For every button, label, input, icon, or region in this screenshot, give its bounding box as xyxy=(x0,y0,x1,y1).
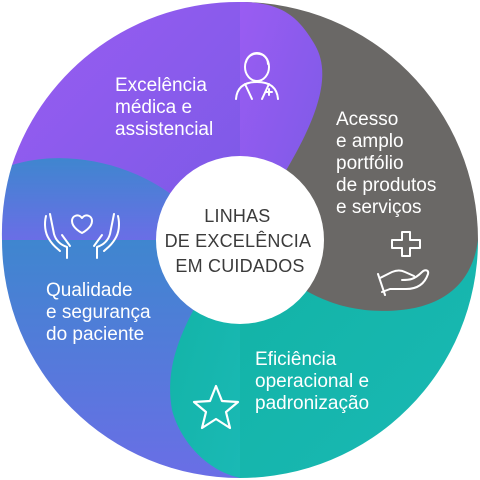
segment-4-line-3: do paciente xyxy=(46,324,144,345)
segment-3-line-2: operacional e xyxy=(255,371,369,392)
svg-text:Eficiência operacional e: Eficiência operacional e padronização xyxy=(255,349,374,414)
center-title-line-2: DE EXCELÊNCIA xyxy=(165,231,311,251)
svg-text:LINHAS DE EXCELÊNCIA E: LINHAS DE EXCELÊNCIA EM CUIDADOS xyxy=(165,206,316,276)
segment-1-line-1: Excelência xyxy=(115,75,207,96)
segment-2-line-4: de produtos xyxy=(336,175,436,196)
segment-4-line-2: e segurança xyxy=(46,302,151,323)
hand-medical-cross-icon xyxy=(377,231,430,296)
segment-2-line-5: e serviços xyxy=(336,197,422,218)
segment-3-line-3: padronização xyxy=(255,393,369,414)
center-circle xyxy=(156,156,324,324)
segment-3-line-1: Eficiência xyxy=(255,349,337,370)
svg-text:Qualidade e segurança: Qualidade e segurança do paciente xyxy=(46,280,156,345)
doctor-icon xyxy=(235,52,279,100)
center-title-line-3: EM CUIDADOS xyxy=(175,256,304,276)
hands-heart-icon xyxy=(44,213,120,259)
segment-2-line-2: e amplo xyxy=(336,131,404,152)
star-icon xyxy=(192,384,240,430)
svg-text:Excelência médica e as: Excelência médica e assistencial xyxy=(115,75,213,140)
segment-1-line-3: assistencial xyxy=(115,119,213,140)
segment-2-line-3: portfólio xyxy=(336,153,404,174)
segment-1-line-2: médica e xyxy=(115,97,192,118)
segment-2-line-1: Acesso xyxy=(336,109,398,130)
segment-4-line-1: Qualidade xyxy=(46,280,133,301)
svg-text:Acesso e amplo portfól: Acesso e amplo portfólio de produtos e s… xyxy=(336,109,442,218)
center-title-line-1: LINHAS xyxy=(204,206,270,226)
